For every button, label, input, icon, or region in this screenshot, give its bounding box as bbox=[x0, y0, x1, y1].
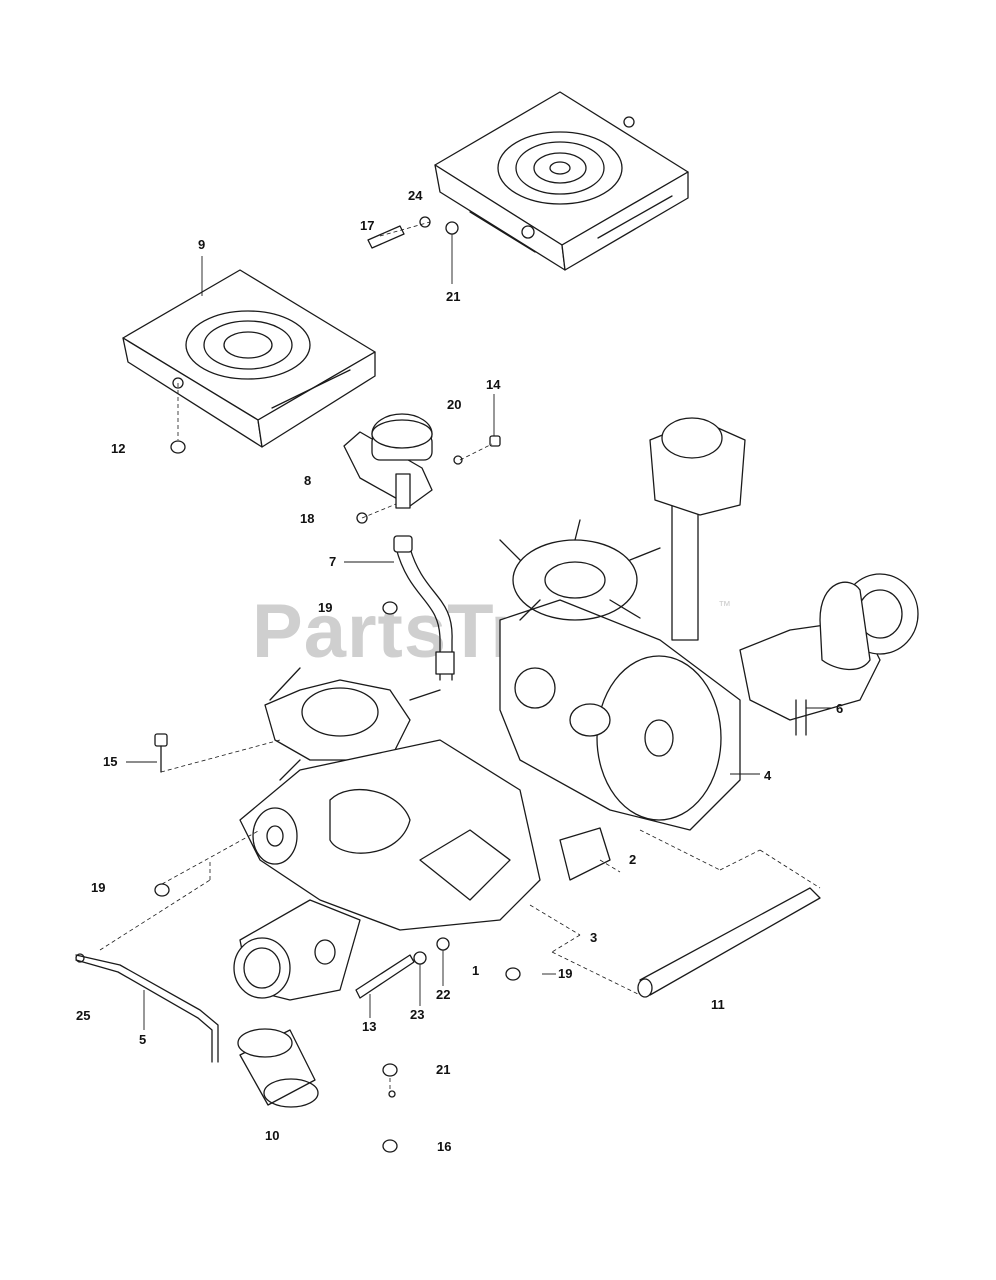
callout-21-lower: 21 bbox=[436, 1062, 451, 1077]
callout-24: 24 bbox=[408, 188, 423, 203]
callout-8: 8 bbox=[304, 473, 312, 488]
expansion-tank-left bbox=[343, 413, 433, 524]
callout-3: 3 bbox=[590, 930, 598, 945]
callout-19-lower: 19 bbox=[91, 880, 106, 895]
callout-4: 4 bbox=[764, 768, 772, 783]
callout-20: 20 bbox=[447, 397, 462, 412]
callout-14: 14 bbox=[486, 377, 501, 392]
callout-19-upper: 19 bbox=[318, 600, 333, 615]
transmission-right bbox=[499, 417, 919, 831]
oil-filter bbox=[237, 1028, 319, 1108]
callout-23: 23 bbox=[410, 1007, 425, 1022]
transmission-left bbox=[233, 667, 611, 1001]
callout-11: 11 bbox=[711, 997, 725, 1012]
callout-6: 6 bbox=[836, 701, 844, 716]
callout-1: 1 bbox=[472, 963, 480, 978]
callout-13: 13 bbox=[362, 1019, 377, 1034]
callout-9: 9 bbox=[198, 237, 206, 252]
callout-5: 5 bbox=[139, 1032, 147, 1047]
fan-shroud-upper bbox=[434, 91, 689, 271]
callout-7: 7 bbox=[329, 554, 337, 569]
callout-19-right: 19 bbox=[558, 966, 573, 981]
callout-16: 16 bbox=[437, 1139, 452, 1154]
callout-2: 2 bbox=[629, 852, 637, 867]
callout-10: 10 bbox=[265, 1128, 280, 1143]
callout-22: 22 bbox=[436, 987, 451, 1002]
control-rod bbox=[75, 953, 219, 1063]
hose bbox=[393, 535, 455, 681]
watermark-trademark: ™ bbox=[718, 598, 731, 613]
callout-18: 18 bbox=[300, 511, 315, 526]
callout-17: 17 bbox=[360, 218, 375, 233]
callout-15: 15 bbox=[103, 754, 118, 769]
leader-lines bbox=[99, 221, 832, 1090]
callout-25: 25 bbox=[76, 1008, 91, 1023]
fan-shroud-left bbox=[122, 269, 376, 448]
axle-bar bbox=[637, 887, 821, 998]
callout-21-upper: 21 bbox=[446, 289, 461, 304]
callout-12: 12 bbox=[111, 441, 126, 456]
